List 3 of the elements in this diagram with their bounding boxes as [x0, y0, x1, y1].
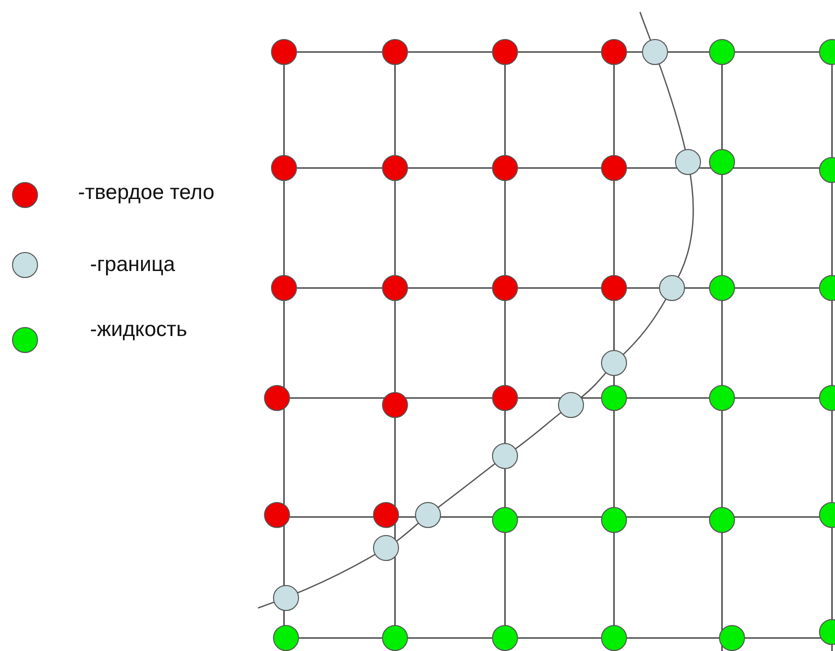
legend-label: -твердое тело	[78, 181, 214, 205]
legend-label: -жидкость	[90, 318, 188, 342]
legend-label: -граница	[90, 253, 176, 277]
